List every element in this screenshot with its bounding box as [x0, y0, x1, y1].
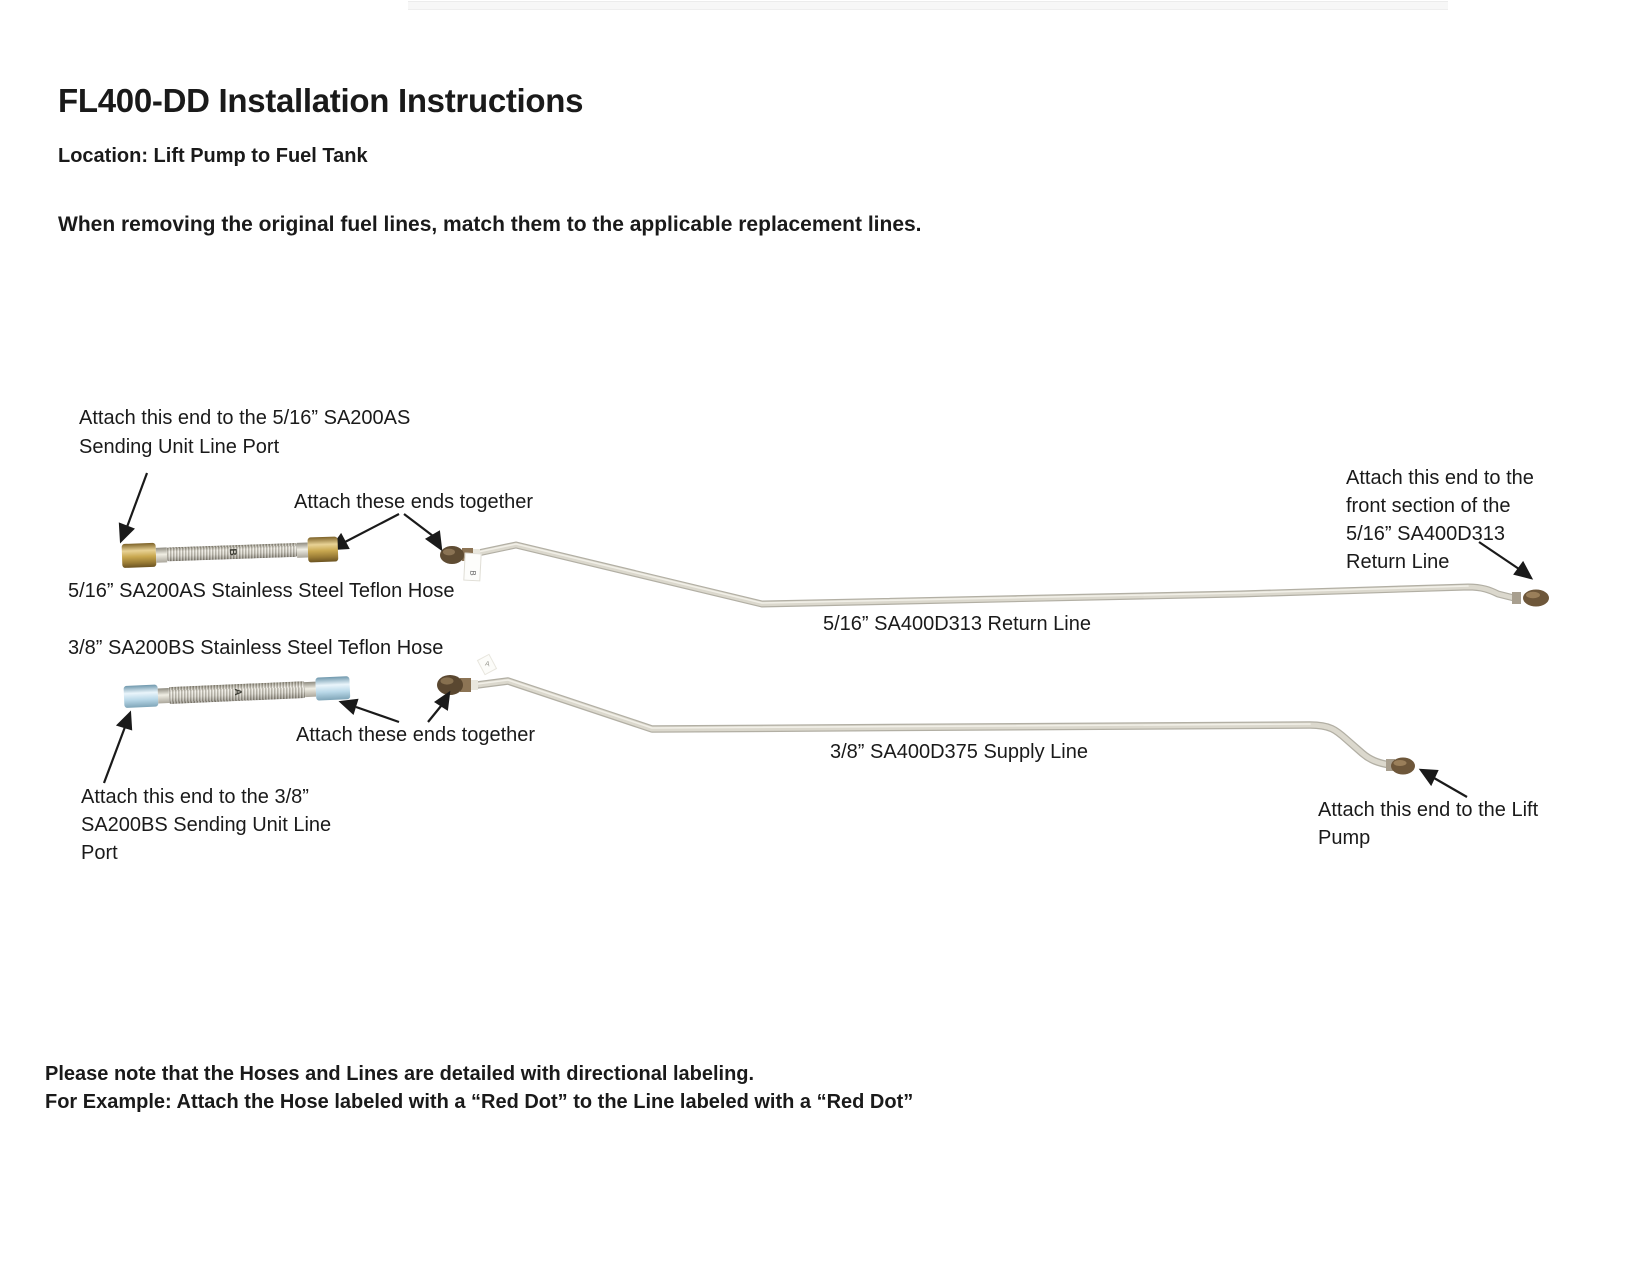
label-hose-sa200as: 5/16” SA200AS Stainless Steel Teflon Hos… — [68, 580, 455, 602]
arrow-return-front — [1478, 541, 1534, 580]
page-title: FL400-DD Installation Instructions — [58, 82, 584, 119]
arrow-ends-bottom-right — [427, 690, 451, 723]
supply-line-end-fitting — [1386, 757, 1415, 775]
annotation-sending-unit-5-16: Attach this end to the 5/16” SA200AS Sen… — [79, 407, 411, 458]
arrow-sending-unit-3-8 — [102, 710, 133, 784]
return-line-end-fitting — [1512, 589, 1549, 607]
hose-sa200bs-left-collar — [157, 687, 170, 704]
annotation-ends-together-bottom: Attach these ends together — [296, 724, 536, 746]
location-line: Location: Lift Pump to Fuel Tank — [58, 145, 368, 167]
return-line-tube — [474, 541, 1518, 608]
hose-sa200as-direction-mark: B — [226, 548, 239, 556]
supply-line-start-fitting — [437, 675, 478, 695]
hose-sa200as-right-collar — [296, 542, 309, 558]
hose-sa200as-right-nut — [307, 535, 339, 563]
hose-sa200as-braid: B — [166, 542, 298, 562]
return-line-direction-tag: B — [463, 552, 482, 582]
hose-sa200bs-right-nut — [315, 675, 351, 701]
arrow-sending-unit-5-16 — [118, 472, 149, 544]
intro-line: When removing the original fuel lines, m… — [58, 213, 922, 236]
arrow-ends-top-right — [403, 513, 443, 552]
label-supply-line: 3/8” SA400D375 Supply Line — [830, 741, 1088, 763]
arrow-ends-top-left — [328, 513, 400, 551]
scan-edge-strip — [408, 1, 1448, 10]
hose-sa200bs-braid: A — [168, 680, 306, 704]
annotation-ends-together-top: Attach these ends together — [294, 491, 534, 513]
annotation-sending-unit-3-8: Attach this end to the 3/8” SA200BS Send… — [81, 786, 332, 864]
arrow-lift-pump — [1418, 768, 1468, 798]
annotation-return-line-front: Attach this end to the front section of … — [1346, 467, 1534, 573]
hose-sa200bs-direction-mark: A — [231, 688, 244, 696]
annotation-lift-pump: Attach this end to the Lift Pump — [1318, 799, 1539, 849]
hose-sa200bs-left-nut — [123, 684, 159, 708]
supply-line-tube — [473, 677, 1394, 769]
hose-sa200as-left-nut — [121, 542, 157, 568]
label-return-line: 5/16” SA400D313 Return Line — [823, 613, 1091, 635]
footer-note: Please note that the Hoses and Lines are… — [45, 1063, 914, 1113]
arrow-ends-bottom-left — [338, 698, 400, 724]
hose-sa200as-left-collar — [155, 546, 168, 563]
hose-sa200bs-right-collar — [304, 681, 317, 697]
label-hose-sa200bs: 3/8” SA200BS Stainless Steel Teflon Hose — [68, 637, 444, 659]
